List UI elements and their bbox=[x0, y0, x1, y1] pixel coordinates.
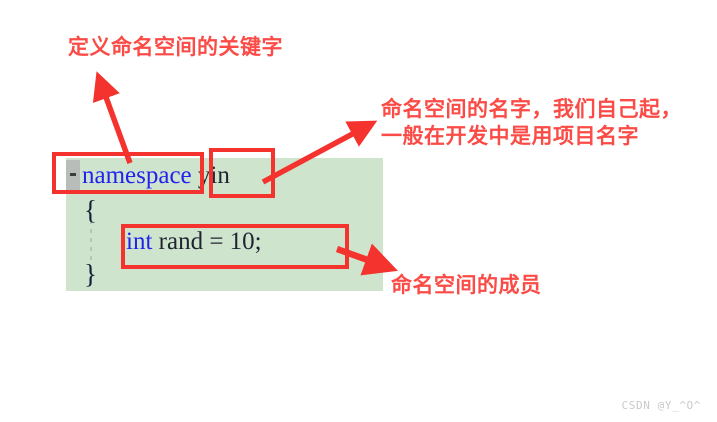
code-fold-marker[interactable] bbox=[66, 160, 80, 190]
highlight-box-namespace-name bbox=[209, 148, 275, 198]
arrow-to-keyword-label bbox=[92, 71, 133, 164]
keyword-int: int bbox=[126, 228, 153, 255]
indent-guide-line bbox=[90, 220, 92, 262]
annotation-keyword-label: 定义命名空间的关键字 bbox=[68, 35, 283, 59]
csdn-watermark: CSDN @Y_^O^ bbox=[621, 399, 701, 412]
code-line-member-declaration: int rand = 10; bbox=[126, 225, 262, 259]
keyword-namespace: namespace bbox=[82, 162, 192, 189]
open-brace: { bbox=[84, 195, 97, 225]
annotation-name-label: 命名空间的名字，我们自己起，一般在开发中是用项目名字 bbox=[381, 97, 682, 148]
code-line-open-brace: { bbox=[84, 193, 97, 227]
close-brace: } bbox=[84, 259, 97, 289]
highlight-box-namespace-keyword bbox=[52, 152, 204, 194]
member-expression: rand = 10; bbox=[152, 228, 262, 255]
code-line-close-brace: } bbox=[84, 257, 97, 291]
annotation-member-label: 命名空间的成员 bbox=[391, 273, 542, 297]
highlight-box-namespace-member bbox=[121, 224, 349, 269]
